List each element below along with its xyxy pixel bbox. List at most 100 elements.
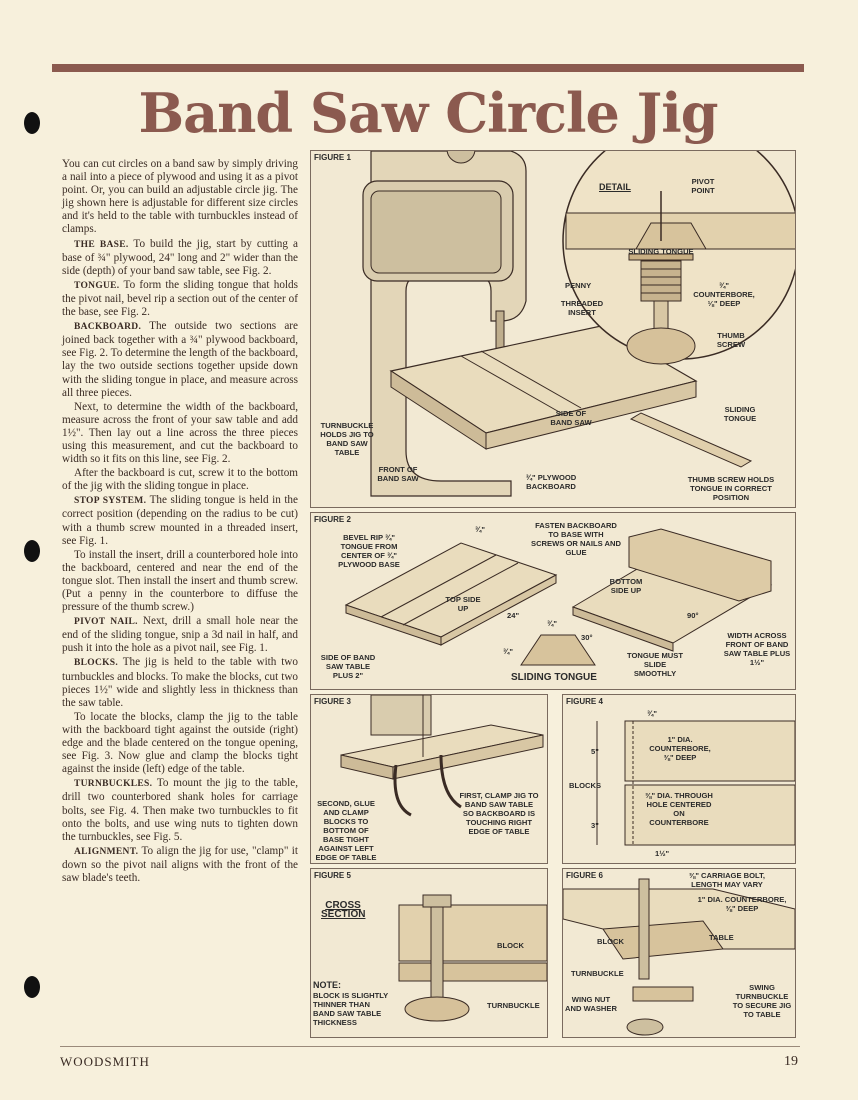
thumb-screw-holds-label: THUMB SCREW HOLDS TONGUE IN CORRECT POSI… bbox=[687, 475, 775, 502]
tongue-slide-label: TONGUE MUST SLIDE SMOOTHLY bbox=[627, 651, 683, 678]
turnbuckle-label: TURNBUCKLE bbox=[487, 1001, 540, 1010]
dim-24-label: 24" bbox=[507, 611, 520, 620]
dim-3-label: 3" bbox=[591, 821, 599, 830]
paragraph-heading: STOP SYSTEM. bbox=[74, 496, 147, 507]
counterbore-label: 1" DIA. COUNTERBORE, ⅜" DEEP bbox=[649, 735, 711, 762]
page-number: 19 bbox=[784, 1054, 798, 1069]
page-title: Band Saw Circle Jig bbox=[138, 81, 718, 145]
paragraph: ALIGNMENT. To align the jig for use, "cl… bbox=[62, 845, 298, 885]
figure-2-illustration bbox=[344, 528, 773, 666]
figure-4-illustration bbox=[596, 720, 795, 846]
turnbuckle-label: TURNBUCKLE HOLDS JIG TO BAND SAW TABLE bbox=[320, 421, 374, 457]
paragraph-text: To locate the blocks, clamp the jig to t… bbox=[62, 710, 298, 776]
paragraph: BLOCKS. The jig is held to the table wit… bbox=[62, 656, 298, 709]
magazine-name: WOODSMITH bbox=[60, 1054, 150, 1069]
paragraph-text: To form the sliding tongue that holds th… bbox=[62, 278, 298, 319]
counterbore-label: 1" DIA. COUNTERBORE, ⅜" DEEP bbox=[697, 895, 787, 913]
paragraph-text: To align the jig for use, "clamp" it dow… bbox=[62, 844, 298, 884]
block-label: BLOCK bbox=[497, 941, 524, 950]
figure-label: FIGURE 2 bbox=[314, 515, 351, 524]
paragraph-heading: ALIGNMENT. bbox=[74, 846, 139, 857]
paragraph-text: Next, to determine the width of the back… bbox=[62, 400, 298, 466]
angle-90-label: 90° bbox=[687, 611, 699, 620]
paragraph: THE BASE. To build the jig, start by cut… bbox=[62, 238, 298, 278]
front-of-band-saw-label: FRONT OF BAND SAW bbox=[377, 465, 419, 483]
fasten-label: FASTEN BACKBOARD TO BASE WITH SCREWS OR … bbox=[531, 521, 622, 557]
blocks-label: BLOCKS bbox=[569, 781, 602, 790]
paragraph: STOP SYSTEM. The sliding tongue is held … bbox=[62, 494, 298, 547]
plywood-backboard-label: ¾" PLYWOOD BACKBOARD bbox=[525, 473, 577, 491]
paragraph-heading: BLOCKS. bbox=[74, 658, 119, 669]
penny-label: PENNY bbox=[565, 281, 592, 290]
bevel-rip-label: BEVEL RIP ¾" TONGUE FROM CENTER OF ¾" PL… bbox=[338, 533, 400, 569]
paragraph-text: The sliding tongue is held in the correc… bbox=[62, 494, 298, 547]
pivot-point-label: PIVOT POINT bbox=[691, 177, 715, 195]
dim-label: ¾" bbox=[647, 709, 657, 718]
note-text: BLOCK IS SLIGHTLY THINNER THAN BAND SAW … bbox=[313, 991, 389, 1027]
article-body: You can cut circles on a band saw by sim… bbox=[62, 158, 298, 886]
width-across-label: WIDTH ACROSS FRONT OF BAND SAW TABLE PLU… bbox=[723, 631, 791, 667]
figure-1-illustration bbox=[362, 151, 795, 497]
intro-paragraph: You can cut circles on a band saw by sim… bbox=[62, 158, 298, 236]
sliding-tongue-label: SLIDING TONGUE bbox=[723, 405, 757, 423]
figure-4: FIGURE 4 ¾" 5" 1" DIA. COUNTERBORE, ⅜" D… bbox=[562, 694, 796, 864]
figure-6-illustration bbox=[563, 878, 795, 1036]
first-step-label: FIRST, CLAMP JIG TO BAND SAW TABLE SO BA… bbox=[459, 791, 539, 836]
figure-2: FIGURE 2 BEVEL RIP ¾" TONGUE FROM CENTER… bbox=[310, 512, 796, 690]
dim-5-label: 5" bbox=[591, 747, 599, 756]
figure-label: FIGURE 1 bbox=[314, 153, 351, 162]
top-rule bbox=[52, 64, 804, 72]
counterbore-label: ¾" COUNTERBORE, ⅛" DEEP bbox=[693, 281, 755, 308]
second-step-label: SECOND, GLUE AND CLAMP BLOCKS TO BOTTOM … bbox=[315, 799, 377, 862]
paragraph-text: Next, drill a small hole near the end of… bbox=[62, 615, 299, 655]
paragraph-text: To install the insert, drill a counterbo… bbox=[62, 548, 298, 614]
figure-label: FIGURE 4 bbox=[566, 697, 603, 706]
table-label: TABLE bbox=[709, 933, 734, 942]
dim-label: ¾" bbox=[547, 619, 557, 628]
side-of-band-saw-label: SIDE OF BAND SAW bbox=[550, 409, 592, 427]
paragraph-text: After the backboard is cut, screw it to … bbox=[62, 467, 298, 493]
paragraph-heading: TONGUE. bbox=[74, 280, 120, 291]
bottom-side-up-label: BOTTOM SIDE UP bbox=[609, 577, 643, 595]
figure-1: FIGURE 1 DETAIL PIVOT POINT SLIDING TONG… bbox=[310, 150, 796, 508]
paragraph-text: To build the jig, start by cutting a bas… bbox=[62, 237, 298, 277]
carriage-bolt-label: ⅜" CARRIAGE BOLT, LENGTH MAY VARY bbox=[688, 871, 766, 889]
paragraph: PIVOT NAIL. Next, drill a small hole nea… bbox=[62, 615, 298, 655]
paragraph: TONGUE. To form the sliding tongue that … bbox=[62, 279, 298, 319]
dim-label: ¾" bbox=[475, 525, 485, 534]
figure-label: FIGURE 6 bbox=[566, 871, 603, 880]
swing-turnbuckle-label: SWING TURNBUCKLE TO SECURE JIG TO TABLE bbox=[732, 983, 792, 1019]
angle-30-label: 30° bbox=[581, 633, 593, 642]
note-heading: NOTE: bbox=[313, 980, 341, 990]
punch-hole bbox=[24, 976, 40, 998]
wing-nut-label: WING NUT AND WASHER bbox=[565, 995, 617, 1013]
paragraph-text: To mount the jig to the table, drill two… bbox=[62, 777, 298, 843]
block-label: BLOCK bbox=[597, 937, 624, 946]
paragraph-heading: PIVOT NAIL. bbox=[74, 617, 138, 628]
paragraph-heading: BACKBOARD. bbox=[74, 322, 142, 333]
footer-rule bbox=[60, 1046, 800, 1047]
detail-sliding-tongue-label: SLIDING TONGUE bbox=[628, 247, 694, 256]
figure-5-illustration bbox=[398, 894, 547, 1022]
paragraph-text: The jig is held to the table with two tu… bbox=[62, 656, 298, 709]
figure-5: FIGURE 5 CROSS SECTION BLOCK NOTE: BLOCK… bbox=[310, 868, 548, 1038]
figure-label: FIGURE 3 bbox=[314, 697, 351, 706]
paragraph-heading: TURNBUCKLES. bbox=[74, 779, 153, 790]
thumb-screw-label: THUMB SCREW bbox=[716, 331, 746, 349]
figure-label: FIGURE 5 bbox=[314, 871, 351, 880]
paragraph: To locate the blocks, clamp the jig to t… bbox=[62, 711, 298, 776]
sliding-tongue-caption: SLIDING TONGUE bbox=[511, 672, 597, 683]
threaded-insert-label: THREADED INSERT bbox=[560, 299, 604, 317]
detail-label: DETAIL bbox=[599, 182, 631, 192]
side-of-table-label: SIDE OF BAND SAW TABLE PLUS 2" bbox=[320, 653, 376, 680]
punch-hole bbox=[24, 540, 40, 562]
dim-label: 1½" bbox=[655, 849, 670, 858]
through-hole-label: ⅜" DIA. THROUGH HOLE CENTERED ON COUNTER… bbox=[645, 791, 713, 827]
paragraph: TURNBUCKLES. To mount the jig to the tab… bbox=[62, 777, 298, 843]
paragraph: To install the insert, drill a counterbo… bbox=[62, 549, 298, 614]
paragraph-heading: THE BASE. bbox=[74, 239, 129, 250]
paragraph: After the backboard is cut, screw it to … bbox=[62, 467, 298, 493]
paragraph: Next, to determine the width of the back… bbox=[62, 401, 298, 466]
figure-6: FIGURE 6 ⅜" CARRIAGE BOLT, LENGTH MAY VA… bbox=[562, 868, 796, 1038]
dim-label: ¾" bbox=[503, 647, 513, 656]
